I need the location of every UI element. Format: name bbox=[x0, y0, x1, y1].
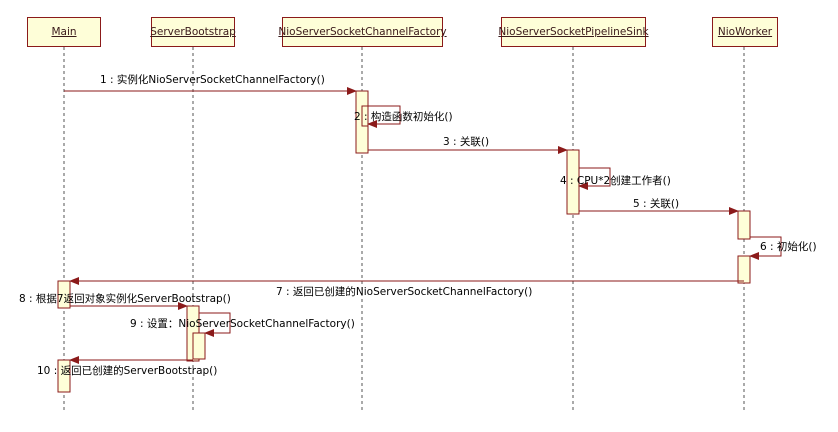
activation-worker-1 bbox=[737, 210, 751, 240]
activation-worker-2 bbox=[737, 255, 751, 284]
lifeline-serverbootstrap: ServerBootstrap bbox=[150, 17, 236, 47]
message-2-label: 2 : 构造函数初始化() bbox=[354, 110, 453, 123]
lifeline-nioserversocketpipelinesink-label: NioServerSocketPipelineSink bbox=[498, 26, 649, 38]
lifeline-nioserversocketchannelfactory-label: NioServerSocketChannelFactory bbox=[278, 26, 447, 38]
lifeline-nioserversocketpipelinesink: NioServerSocketPipelineSink bbox=[498, 17, 649, 47]
activation-bars bbox=[57, 90, 751, 393]
activation-bootstrap-2 bbox=[192, 332, 206, 360]
message-6-label: 6 : 初始化() bbox=[760, 240, 817, 253]
message-1-label: 1 : 实例化NioServerSocketChannelFactory() bbox=[100, 73, 325, 86]
lifeline-nioworker: NioWorker bbox=[712, 17, 778, 47]
message-4-arrow bbox=[578, 167, 611, 190]
message-9-arrow bbox=[199, 312, 231, 337]
message-9-label: 9 : 设置：NioServerSocketChannelFactory() bbox=[130, 318, 355, 330]
lifeline-main: Main bbox=[27, 17, 101, 47]
lifeline-lines bbox=[63, 47, 745, 410]
lifeline-serverbootstrap-label: ServerBootstrap bbox=[150, 26, 236, 38]
message-10-label: 10 : 返回已创建的ServerBootstrap() bbox=[37, 364, 217, 377]
lifeline-nioserversocketchannelfactory: NioServerSocketChannelFactory bbox=[278, 17, 447, 47]
message-2-arrow bbox=[367, 105, 401, 128]
message-3-label: 3 : 关联() bbox=[443, 135, 489, 148]
activation-main-1 bbox=[57, 280, 71, 309]
message-6-arrow bbox=[749, 236, 782, 260]
message-5-label: 5 : 关联() bbox=[633, 197, 679, 210]
lifeline-main-label: Main bbox=[51, 26, 77, 38]
lifeline-nioworker-label: NioWorker bbox=[717, 26, 773, 38]
message-4-label: 4 : CPU*2创建工作者() bbox=[560, 174, 671, 187]
message-7-label: 7 : 返回已创建的NioServerSocketChannelFactory(… bbox=[276, 285, 532, 298]
message-8-label: 8 : 根据7返回对象实例化ServerBootstrap() bbox=[19, 292, 231, 305]
activation-factory-2 bbox=[361, 105, 369, 127]
activation-main-2 bbox=[57, 359, 71, 393]
